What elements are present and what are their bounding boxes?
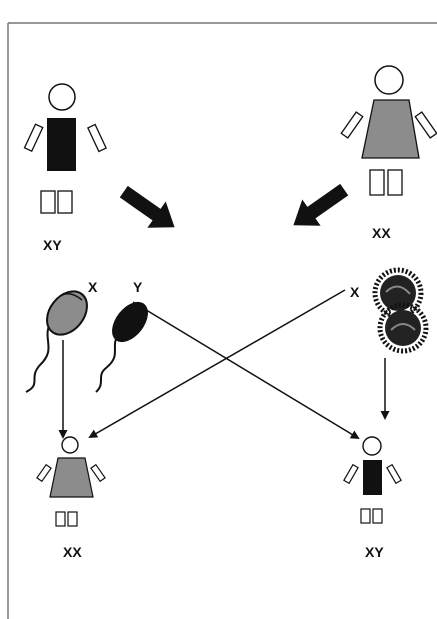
son-right-leg — [372, 508, 383, 524]
mother-karyotype-label: XX — [372, 225, 391, 241]
father-head — [48, 83, 76, 111]
son-karyotype-label: XY — [365, 544, 384, 560]
son-figure — [343, 436, 402, 524]
father-gamete-arrow — [119, 185, 175, 228]
mother-figure — [340, 65, 437, 196]
daughter-figure — [36, 436, 106, 527]
mother-gamete-arrow — [293, 183, 349, 226]
father-body — [47, 118, 76, 171]
daughter-left-arm — [36, 463, 52, 483]
daughter-right-arm — [90, 463, 106, 483]
mother-right-arm — [414, 111, 437, 139]
father-right-leg — [57, 190, 73, 214]
egg-cell-icon-2 — [377, 302, 429, 354]
father-left-leg — [40, 190, 56, 214]
father-right-arm — [87, 123, 107, 153]
mother-left-arm — [340, 111, 364, 139]
daughter-karyotype-label: XX — [63, 544, 82, 560]
arrow-egg-to-daughter — [88, 289, 346, 438]
father-figure — [23, 83, 107, 214]
y-sperm-icon — [95, 301, 148, 393]
daughter-head — [61, 436, 79, 454]
son-body — [363, 460, 382, 495]
son-left-leg — [360, 508, 371, 524]
son-left-arm — [343, 463, 359, 485]
mother-body — [361, 99, 420, 159]
daughter-body — [49, 457, 94, 498]
egg-x-label: X — [350, 284, 360, 300]
son-right-arm — [386, 463, 402, 485]
father-karyotype-label: XY — [43, 237, 62, 253]
father-left-arm — [23, 123, 44, 153]
arrow-y-sperm-to-son — [132, 301, 360, 440]
daughter-right-leg — [67, 511, 78, 527]
mother-right-leg — [387, 169, 403, 196]
egg-cell-icon-1 — [372, 267, 424, 319]
mother-left-leg — [369, 169, 385, 196]
x-sperm-icon — [25, 290, 88, 393]
mother-head — [374, 65, 404, 95]
son-head — [362, 436, 382, 456]
daughter-left-leg — [55, 511, 66, 527]
sperm-y-label: Y — [133, 279, 143, 295]
sperm-x-label: X — [88, 279, 98, 295]
